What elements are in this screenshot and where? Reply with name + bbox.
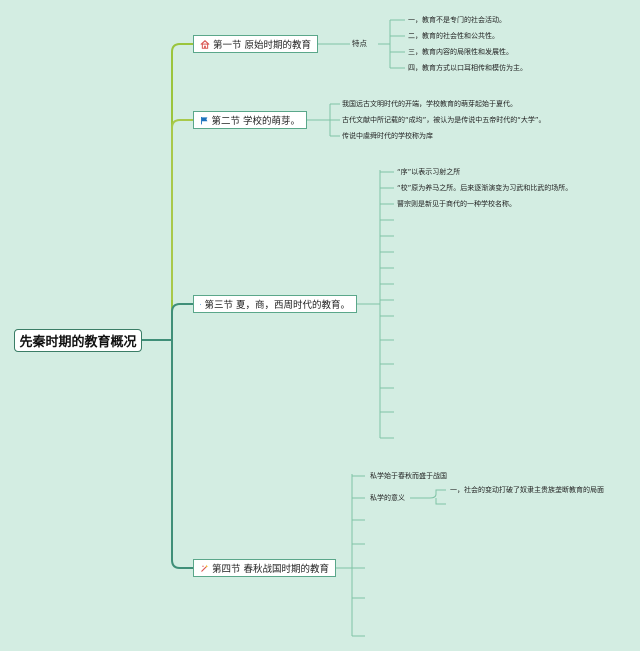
root-node[interactable]: 先秦时期的教育概况 — [14, 329, 142, 352]
s1-item-4: 四，教育方式以口耳相传和模仿为主。 — [408, 64, 527, 72]
connector-s3 — [357, 170, 381, 438]
flag-icon — [201, 116, 208, 124]
magic-wand-icon — [201, 564, 209, 572]
section-node-4[interactable]: 第四节 春秋战国时期的教育 — [193, 559, 336, 577]
connector-s4-detail — [410, 489, 446, 505]
connector-s3-ticks — [380, 171, 394, 439]
branch-line-3 — [171, 303, 193, 340]
s4-detail-1: 一，社会的变动打破了奴隶主贵族垄断教育的局面 — [450, 486, 604, 494]
s2-item-2: 古代文献中所记载的“成均”，被认为是传说中五帝时代的“大学”。 — [342, 116, 546, 124]
s4-item-1: 私学始于春秋而盛于战国 — [370, 472, 447, 480]
section-label-1: 第一节 原始时期的教育 — [212, 40, 311, 51]
home-icon — [200, 39, 210, 49]
s2-item-1: 我国远古文明时代的开端，学校教育的萌芽起始于夏代。 — [342, 100, 517, 108]
branch-line-2 — [171, 119, 193, 300]
branch-line-1 — [171, 43, 193, 340]
s1-item-1: 一，教育不是专门的社会活动。 — [408, 16, 506, 24]
flag-icon — [200, 303, 202, 305]
s4-item-2: 私学的意义 — [370, 494, 405, 502]
section-node-2[interactable]: 第二节 学校的萌芽。 — [193, 111, 307, 129]
s2-item-3: 传说中虞舜时代的学校称为庠 — [342, 132, 433, 140]
s1-item-2: 二，教育的社会性和公共性。 — [408, 32, 499, 40]
s3-item-1: “序”以表示习射之所 — [397, 168, 461, 176]
s3-item-3: 瞽宗则是新见于商代的一种学校名称。 — [397, 200, 516, 208]
s3-item-2: “校”原为养马之所。后来逐渐演变为习武和比武的场所。 — [397, 184, 573, 192]
branch-line-4 — [171, 340, 193, 569]
connector-s2 — [307, 103, 340, 137]
s1-item-3: 三，教育内容的局限性和发展性。 — [408, 48, 513, 56]
connector-s1-sub — [378, 19, 405, 69]
section-label-4: 第四节 春秋战国时期的教育 — [211, 564, 329, 575]
connector-s4 — [336, 474, 353, 636]
section-node-3[interactable]: 第三节 夏，商，西周时代的教育。 — [193, 295, 357, 313]
section-label-2: 第二节 学校的萌芽。 — [211, 116, 300, 127]
section-node-1[interactable]: 第一节 原始时期的教育 — [193, 35, 318, 53]
connector-s4-ticks — [352, 475, 365, 637]
section-label-3: 第三节 夏，商，西周时代的教育。 — [204, 300, 350, 311]
s1-sublabel: 特点 — [352, 39, 367, 48]
